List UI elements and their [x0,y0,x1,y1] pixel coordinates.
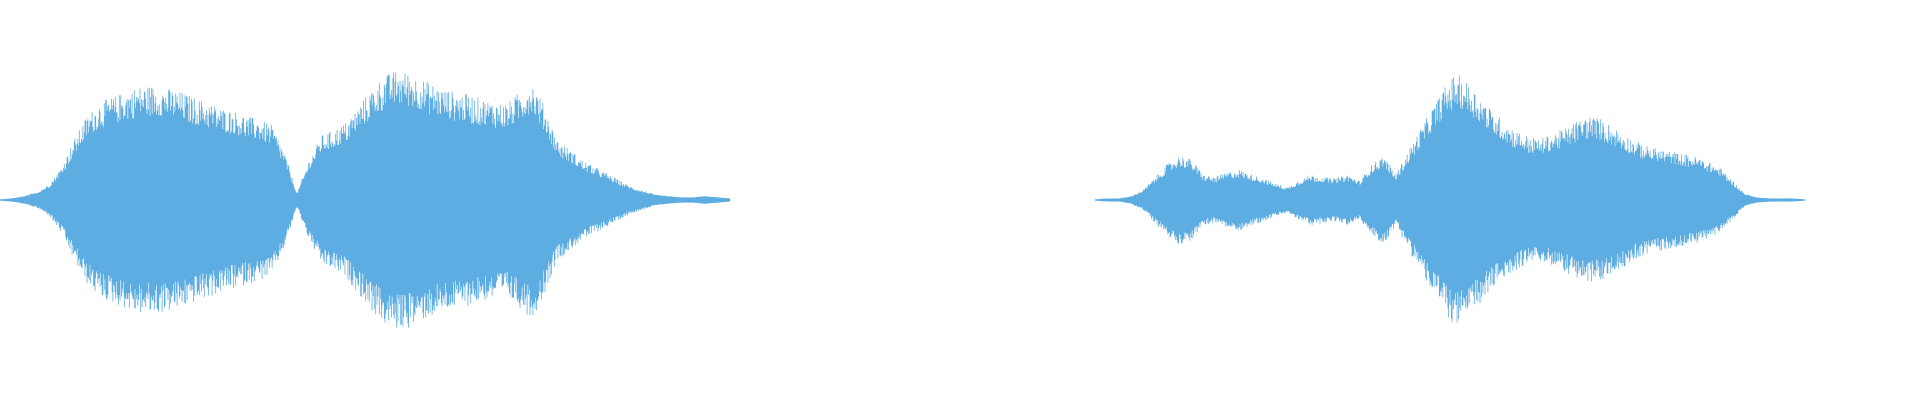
waveform-spikes [1095,75,1805,323]
waveform-clip-1 [0,72,730,328]
waveform-clip-2 [1095,75,1805,323]
